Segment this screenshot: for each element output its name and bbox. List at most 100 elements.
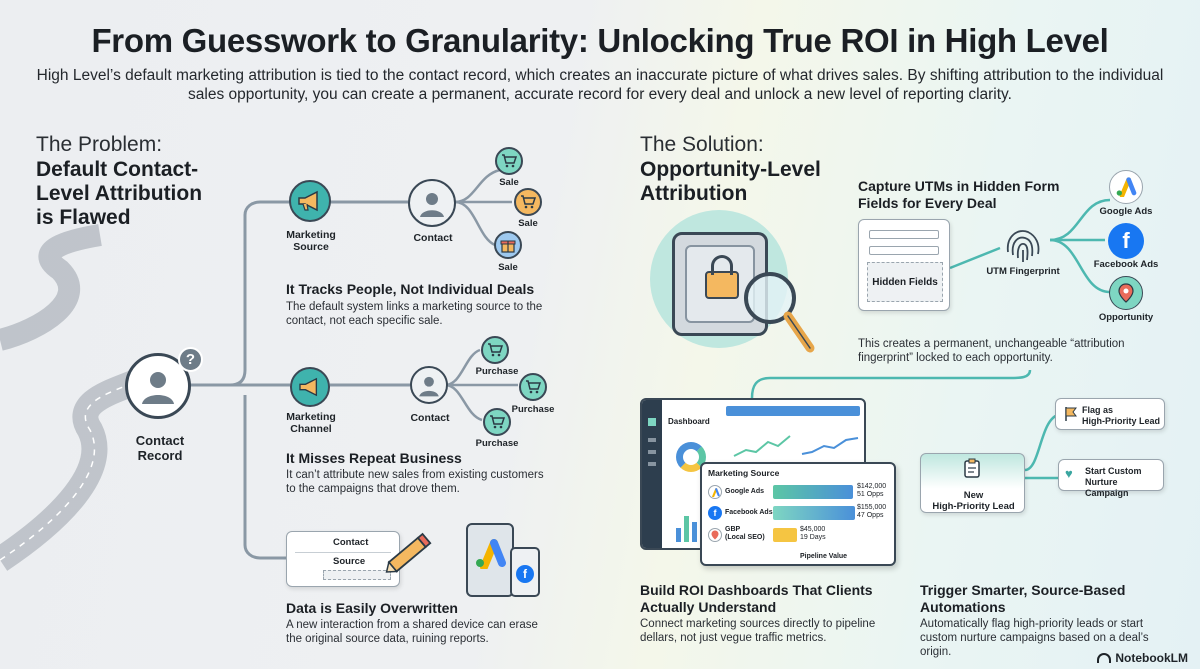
mini-line-chart [801,437,859,455]
outcome-label: Purchase [475,366,519,377]
divider [295,552,391,553]
tablet-device [466,523,514,597]
capture-text: This creates a permanent, unchangeable “… [858,338,1125,364]
nurture-line: Nurture Campaign [1085,477,1129,498]
nurture-line: Start Custom [1085,466,1142,476]
row2-text: It can’t attribute new sales from existi… [286,469,544,495]
marketing-source-line: Marketing [286,229,336,241]
mini-line-chart [733,435,791,457]
brand-badge: NotebookLM [1097,651,1188,665]
channel-label: Google Ads [1099,206,1153,217]
page-title: From Guesswork to Granularity: Unlocking… [91,22,1109,59]
source-name: GBP (Local SEO) [725,526,765,542]
fingerprint-icon [1000,222,1046,273]
marketing-channel-line: Marketing [286,411,336,423]
form-card: Hidden Fields [858,219,950,311]
problem-heading-line: Level Attribution [36,182,203,205]
cart-icon [514,188,542,216]
overwritten-field [323,570,391,580]
row1-title: It Tracks People, Not Individual Deals [286,281,535,297]
pencil-icon [380,527,436,586]
capture-title-line: Fields for Every Deal [858,195,997,211]
pipeline-bar [773,506,855,520]
source-name: Facebook Ads [725,509,773,516]
panel-title: Marketing Source [708,468,780,478]
problem-heading-line: Default Contact- [36,158,199,181]
automation-title: Trigger Smarter, Source-Based Automation… [920,582,1125,616]
marketing-channel-line: Channel [290,423,332,435]
new-lead-card: New High-Priority Lead [920,453,1025,513]
sidebar-icon [648,418,656,426]
row3-text: A new interaction from a shared device c… [286,619,538,645]
outcome-label: Purchase [475,438,519,449]
roi-title-line: Actually Understand [640,599,777,615]
automation-title-line: Trigger Smarter, Source-Based [920,582,1126,598]
outcome-label: Sale [499,177,519,188]
pipeline-amount: $155,000 [857,504,887,511]
source-name-line: GBP [725,526,741,533]
new-lead-line: High-Priority Lead [932,501,1015,512]
pipeline-bar [773,528,797,542]
problem-heading: Default Contact- Level Attribution is Fl… [36,158,202,230]
contact-avatar [410,366,448,404]
phone-device: f [510,547,540,597]
roi-title: Build ROI Dashboards That Clients Actual… [640,582,873,616]
marketing-source-line: Source [293,241,329,253]
map-pin-icon [1109,276,1143,310]
marketing-source-label: Marketing Source [278,229,344,253]
pipeline-detail: 51 Opps [857,491,884,498]
brand-name: NotebookLM [1115,651,1188,665]
solution-kicker: The Solution: [640,133,764,156]
facebook-icon: f [1108,223,1144,259]
google-ads-icon [474,539,506,574]
roi-title-line: Build ROI Dashboards That Clients [640,582,873,598]
contact-label: Contact [410,412,450,424]
row2-title: It Misses Repeat Business [286,450,462,466]
sidebar-icon [648,438,656,442]
donut-chart [676,442,706,472]
megaphone-icon [290,367,330,407]
problem-heading-line: is Flawed [36,206,131,229]
gift-icon [494,231,522,259]
intro-paragraph: High Level’s default marketing attributi… [36,67,1164,103]
outcome-label: Sale [498,262,518,273]
nurture-label: Start Custom Nurture Campaign [1085,466,1163,499]
solution-heading-line: Attribution [640,182,748,205]
channel-label: Facebook Ads [1093,259,1159,270]
capture-title: Capture UTMs in Hidden Form Fields for E… [858,178,1059,212]
cart-icon [481,336,509,364]
row3-title: Data is Easily Overwritten [286,600,458,616]
pipeline-detail: 47 Opps [857,512,884,519]
contact-record-line: Contact [135,433,185,448]
pipeline-amount: $45,000 [800,526,826,533]
sidebar-icon [648,450,656,454]
heart-icon: ♥ [1065,466,1073,481]
problem-kicker: The Problem: [36,133,163,156]
axis-label: Pipeline Value [800,553,848,560]
solution-heading: Opportunity-Level Attribution [640,158,821,206]
cart-icon [519,373,547,401]
solution-heading-line: Opportunity-Level [640,158,821,181]
contact-record-line: Record [137,448,183,463]
dashboard-sidebar [642,400,662,548]
contact-record-label: Contact Record [120,433,200,463]
dashboard-label: Dashboard [668,417,710,426]
contact-label: Contact [413,232,453,244]
sidebar-icon [648,462,656,466]
outcome-label: Purchase [511,404,555,415]
flag-lead-line: High-Priority Lead [1082,416,1161,426]
field-label: Source [333,556,366,567]
user-icon [420,193,444,217]
pipeline-detail: 19 Days [800,534,826,541]
user-icon [142,372,174,404]
pipeline-value: $155,000 47 Opps [857,504,886,520]
flag-lead-label: Flag as High-Priority Lead [1082,405,1160,427]
notebooklm-logo-icon [1097,653,1112,663]
automation-title-line: Automations [920,599,1006,615]
megaphone-icon [289,180,331,222]
form-field [869,230,939,239]
cart-icon [495,147,523,175]
flag-lead-line: Flag as [1082,405,1114,415]
channel-label: Opportunity [1098,312,1154,323]
capture-title-line: Capture UTMs in Hidden Form [858,178,1060,194]
